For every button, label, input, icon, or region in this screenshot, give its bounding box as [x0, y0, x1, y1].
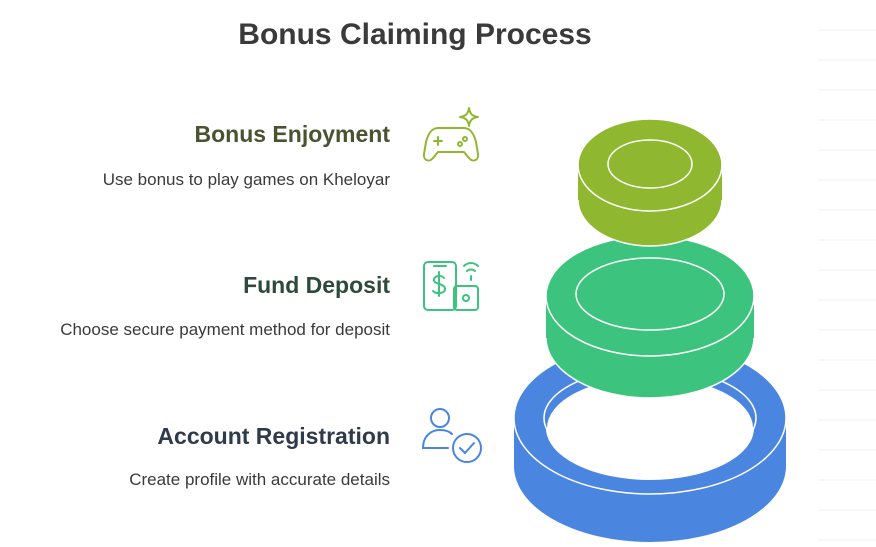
diagram-title: Bonus Claiming Process	[238, 18, 592, 51]
user-check-icon	[422, 408, 482, 463]
step-title-fund-deposit: Fund Deposit	[243, 272, 390, 298]
stacked-rings	[513, 118, 787, 542]
step-desc-bonus-enjoyment: Use bonus to play games on Kheloyar	[102, 170, 390, 189]
step-title-account-registration: Account Registration	[157, 423, 390, 449]
payment-icon	[423, 261, 479, 311]
ring-bonus-enjoyment	[577, 118, 723, 247]
step-desc-account-registration: Create profile with accurate details	[129, 470, 390, 489]
gamepad-icon	[422, 107, 480, 162]
step-title-bonus-enjoyment: Bonus Enjoyment	[194, 121, 390, 147]
step-desc-fund-deposit: Choose secure payment method for deposit	[60, 320, 390, 339]
ring-fund-deposit	[545, 235, 755, 399]
background-guide-lines	[818, 29, 876, 541]
